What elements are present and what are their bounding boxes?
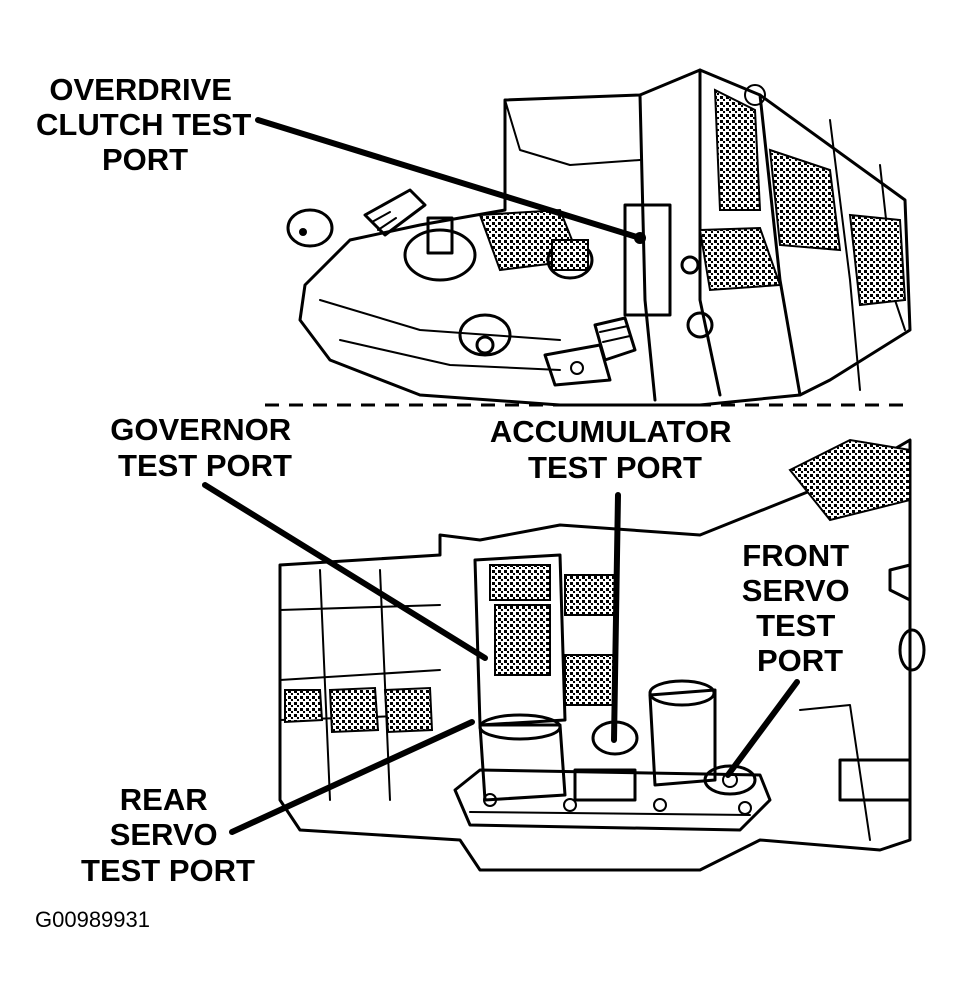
accumulator-test-port-label: ACCUMULATOR TEST PORT bbox=[490, 414, 740, 485]
front-servo-leader-line bbox=[725, 679, 800, 778]
overdrive-clutch-test-port-label: OVERDRIVE CLUTCH TEST PORT bbox=[36, 72, 260, 177]
governor-test-port-label: GOVERNOR TEST PORT bbox=[110, 412, 299, 483]
accumulator-leader-line bbox=[611, 492, 621, 743]
rear-servo-leader-line bbox=[229, 719, 475, 835]
rear-servo-test-port-label: REAR SERVO TEST PORT bbox=[81, 782, 255, 888]
bottom-view-illustration bbox=[278, 438, 926, 872]
governor-leader-line bbox=[202, 482, 488, 661]
front-servo-test-port-label: FRONT SERVO TEST PORT bbox=[742, 538, 859, 678]
top-view-illustration bbox=[286, 68, 912, 407]
overdrive-leader-line bbox=[255, 117, 643, 241]
figure-id: G00989931 bbox=[35, 907, 150, 932]
